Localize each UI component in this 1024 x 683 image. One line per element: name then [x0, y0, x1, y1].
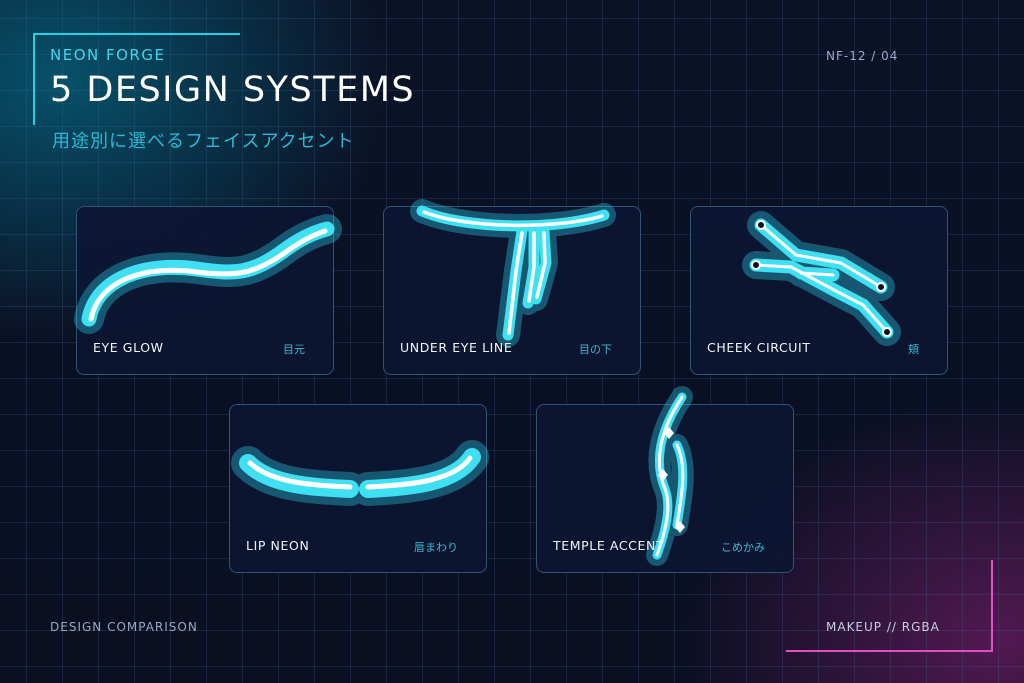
card-sublabel: 目の下 [579, 343, 612, 356]
card-sublabel: 唇まわり [414, 541, 458, 554]
footer-right-label: MAKEUP // RGBA [826, 620, 940, 634]
page-title: 5 DESIGN SYSTEMS [50, 70, 416, 110]
design-card-temple-accent[interactable]: TEMPLE ACCENT こめかみ [536, 386, 794, 573]
card-sublabel: 頬 [908, 343, 919, 356]
card-label: LIP NEON [246, 538, 310, 553]
footer-left-label: DESIGN COMPARISON [50, 620, 198, 634]
lip-neon-icon [231, 440, 489, 506]
corner-frame-top-left [33, 33, 240, 125]
design-card-cheek-circuit[interactable]: CHEEK CIRCUIT 頬 [690, 206, 948, 375]
card-label: UNDER EYE LINE [400, 340, 513, 355]
brand-name: NEON FORGE [50, 46, 166, 64]
card-label: EYE GLOW [93, 340, 164, 355]
card-label: CHEEK CIRCUIT [707, 340, 811, 355]
temple-accent-icon [646, 386, 694, 566]
card-sublabel: こめかみ [721, 541, 765, 554]
corner-frame-bottom-right [786, 560, 993, 652]
card-sublabel: 目元 [283, 343, 305, 356]
page-subtitle: 用途別に選べるフェイスアクセント [52, 131, 355, 152]
catalog-code: NF-12 / 04 [826, 49, 899, 63]
eye-glow-icon [74, 214, 342, 334]
card-label: TEMPLE ACCENT [553, 538, 665, 553]
design-card-under-eye-line[interactable]: UNDER EYE LINE 目の下 [383, 199, 641, 375]
under-eye-line-icon [410, 199, 616, 347]
design-card-eye-glow[interactable]: EYE GLOW 目元 [74, 206, 342, 375]
cheek-circuit-icon [742, 211, 901, 346]
design-card-lip-neon[interactable]: LIP NEON 唇まわり [229, 404, 489, 573]
